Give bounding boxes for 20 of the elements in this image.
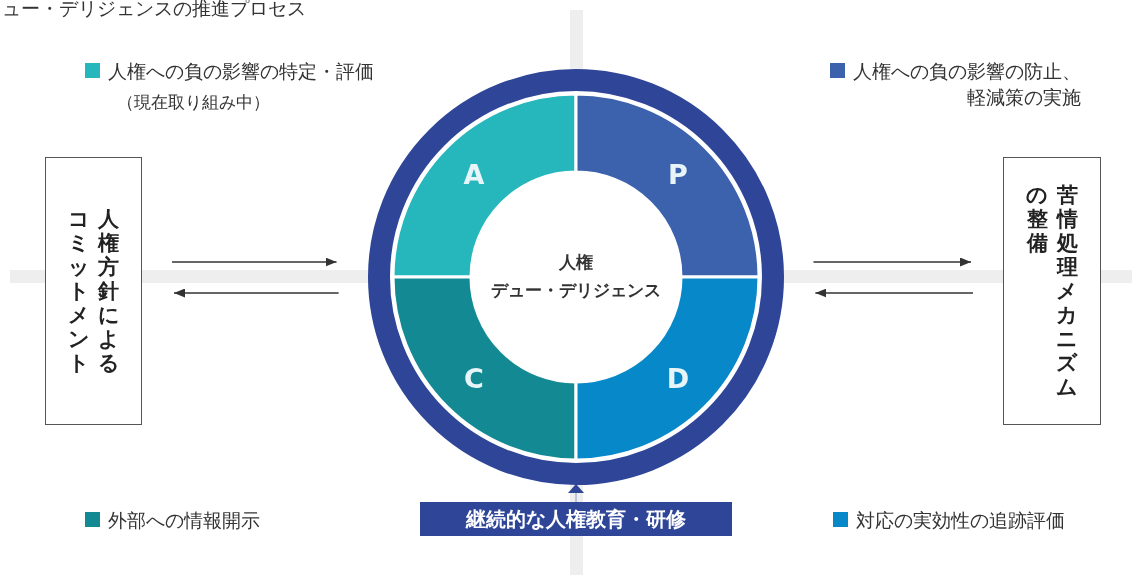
phase-letter: C [463, 363, 485, 395]
note-text: （現在取り組み中） [117, 91, 270, 114]
center-text: デュー・デリジェンス [491, 279, 661, 302]
phase-letter: D [665, 363, 691, 395]
training-banner: 継続的な人権教育・研修 [420, 502, 732, 536]
arrow [173, 288, 340, 298]
vertical-text: 人権方針によるコミットメント [67, 207, 120, 375]
center-text: 人権 [559, 251, 593, 274]
arrow [812, 257, 972, 267]
phase-letter: P [667, 159, 689, 191]
phase-letter: A [462, 159, 486, 191]
arrow [171, 257, 338, 267]
arrow [814, 288, 974, 298]
vertical-text: 苦情処理メカニズムの整備 [1026, 183, 1078, 399]
legend-text: 対応の実効性の追跡評価 [856, 508, 1065, 533]
process-box [45, 157, 142, 425]
legend-text: 人権への負の影響の特定・評価 [108, 59, 374, 84]
legend-text: 人権への負の影響の防止、軽減策の実施 [853, 59, 1081, 110]
legend-text: 外部への情報開示 [108, 508, 260, 533]
process-box [1003, 157, 1101, 425]
